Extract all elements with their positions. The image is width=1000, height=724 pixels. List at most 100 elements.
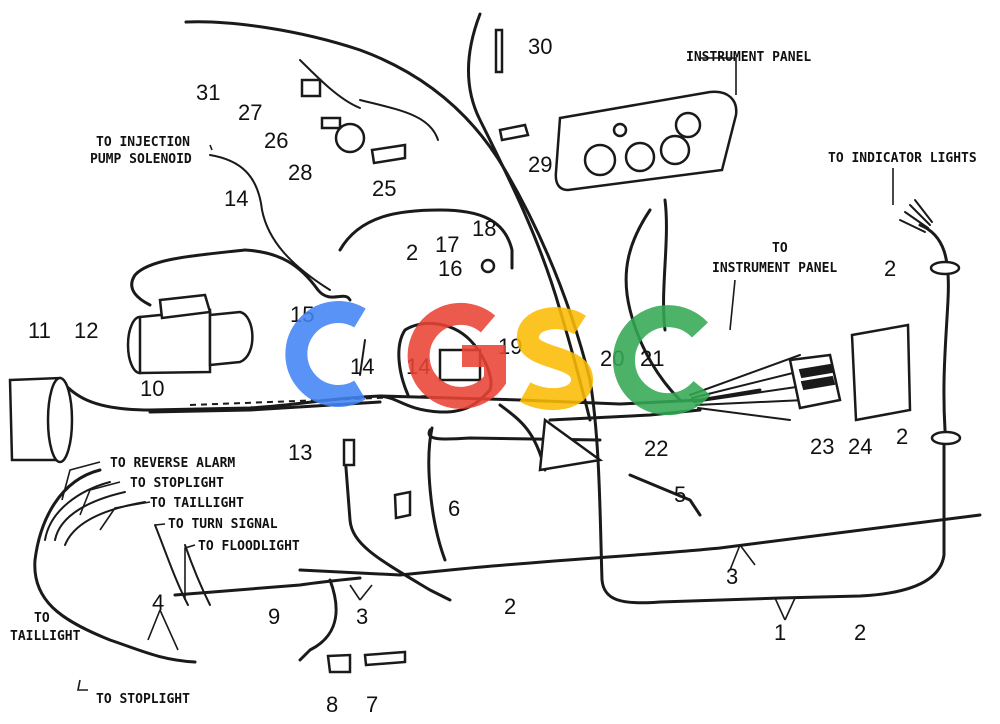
harness-rear — [173, 576, 362, 597]
label-floodlight: TO FLOODLIGHT — [198, 539, 300, 554]
leader-1 — [774, 597, 796, 621]
leader-stoplight-bottom — [77, 679, 88, 691]
mounting-plate — [850, 323, 912, 422]
wiring-harness — [33, 12, 982, 664]
callout-1: 1 — [774, 620, 786, 645]
harness-starter-loop — [130, 248, 247, 307]
gauge-3 — [659, 134, 691, 166]
callout-26: 26 — [264, 128, 288, 153]
sender-30 — [494, 28, 504, 74]
sender-13 — [342, 438, 356, 467]
label-stoplight-bottom: TO STOPLIGHT — [96, 692, 190, 707]
harness-6 — [427, 426, 447, 562]
callout-3-left: 3 — [356, 604, 368, 629]
injection-pump-wire — [209, 154, 331, 291]
callout-27: 27 — [238, 100, 262, 125]
components — [8, 28, 962, 674]
harness-17 — [338, 208, 514, 270]
cylinder-11 — [8, 376, 74, 464]
gauge-4 — [674, 111, 702, 139]
callout-17: 17 — [435, 232, 459, 257]
callout-13: 13 — [288, 440, 312, 465]
rear-light-leads — [44, 481, 146, 546]
callout-2-right-lower: 2 — [896, 424, 908, 449]
label-indicator-lights: TO INDICATOR LIGHTS — [828, 151, 977, 166]
callout-18: 18 — [472, 216, 496, 241]
wire-to-instrument-panel — [624, 208, 682, 402]
switch-lower — [393, 490, 412, 520]
callout-29: 29 — [528, 152, 552, 177]
callout-2-bottom-right: 2 — [854, 620, 866, 645]
label-taillight-left-2: TAILLIGHT — [10, 629, 81, 644]
callout-9: 9 — [268, 604, 280, 629]
callout-3-right: 3 — [726, 564, 738, 589]
callout-14-upper: 14 — [224, 186, 248, 211]
label-to-instrument-1: TO — [772, 241, 788, 256]
leader-floodlight — [184, 544, 196, 600]
gauge-1 — [583, 143, 617, 177]
wire-fan-21 — [689, 354, 811, 421]
gauge-2 — [624, 141, 656, 173]
callout-24: 24 — [848, 434, 872, 459]
label-taillight-top: TO TAILLIGHT — [150, 496, 244, 511]
leader-4 — [147, 609, 179, 651]
wire-25 — [359, 99, 439, 141]
callout-7: 7 — [366, 692, 378, 717]
label-reverse-alarm: TO REVERSE ALARM — [110, 456, 235, 471]
callout-2-bottom-mid: 2 — [504, 594, 516, 619]
switch-27 — [300, 78, 322, 98]
grommet-18 — [480, 258, 496, 274]
leader-lines — [61, 57, 894, 691]
harness-indicator-lights — [918, 223, 950, 432]
harness-14-upper — [243, 248, 352, 302]
callout-6: 6 — [448, 496, 460, 521]
callout-12: 12 — [74, 318, 98, 343]
harness-8 — [298, 578, 338, 662]
leader-instrument-panel — [700, 57, 737, 95]
callout-21: 21 — [640, 346, 664, 371]
leader-reverse-alarm — [61, 461, 101, 501]
leader-taillight — [99, 501, 151, 531]
callout-4: 4 — [152, 590, 164, 615]
watermark-letter-g — [407, 302, 506, 409]
label-turn-signal: TO TURN SIGNAL — [168, 517, 278, 532]
label-to-instrument-2: INSTRUMENT PANEL — [712, 261, 837, 276]
label-taillight-left-1: TO — [34, 611, 50, 626]
harness-lower-long — [298, 513, 982, 577]
callout-2-right-upper: 2 — [884, 256, 896, 281]
connector-26 — [320, 116, 342, 130]
callout-22: 22 — [644, 436, 668, 461]
callout-14-left: 14 — [350, 354, 374, 379]
callout-25: 25 — [372, 176, 396, 201]
label-instrument-panel: INSTRUMENT PANEL — [686, 50, 811, 65]
callout-30: 30 — [528, 34, 552, 59]
harness-5 — [628, 473, 702, 517]
wire-27 — [299, 59, 361, 109]
label-stoplight-top: TO STOPLIGHT — [130, 476, 224, 491]
callout-31: 31 — [196, 80, 220, 105]
callout-8: 8 — [326, 692, 338, 717]
callout-10: 10 — [140, 376, 164, 401]
connector-29 — [498, 123, 530, 142]
callout-5: 5 — [674, 482, 686, 507]
clamp-2-upper — [929, 260, 961, 276]
connector-25 — [370, 143, 407, 165]
leader-stoplight — [79, 481, 121, 516]
relay-block — [788, 353, 842, 410]
harness-rear-left-loop — [33, 468, 197, 664]
leader-3b — [349, 584, 373, 601]
callout-2-upper: 2 — [406, 240, 418, 265]
light-28 — [334, 122, 366, 154]
switch-8 — [326, 653, 352, 674]
clamp-2-lower — [930, 430, 962, 446]
callout-28: 28 — [288, 160, 312, 185]
callout-23: 23 — [810, 434, 834, 459]
starter-motor — [126, 293, 254, 375]
switch-7 — [363, 650, 407, 667]
main-harness — [184, 20, 946, 605]
label-injection-pump-2: PUMP SOLENOID — [90, 152, 192, 167]
wire-14-drop — [359, 339, 366, 376]
watermark-letter-s — [516, 307, 593, 411]
